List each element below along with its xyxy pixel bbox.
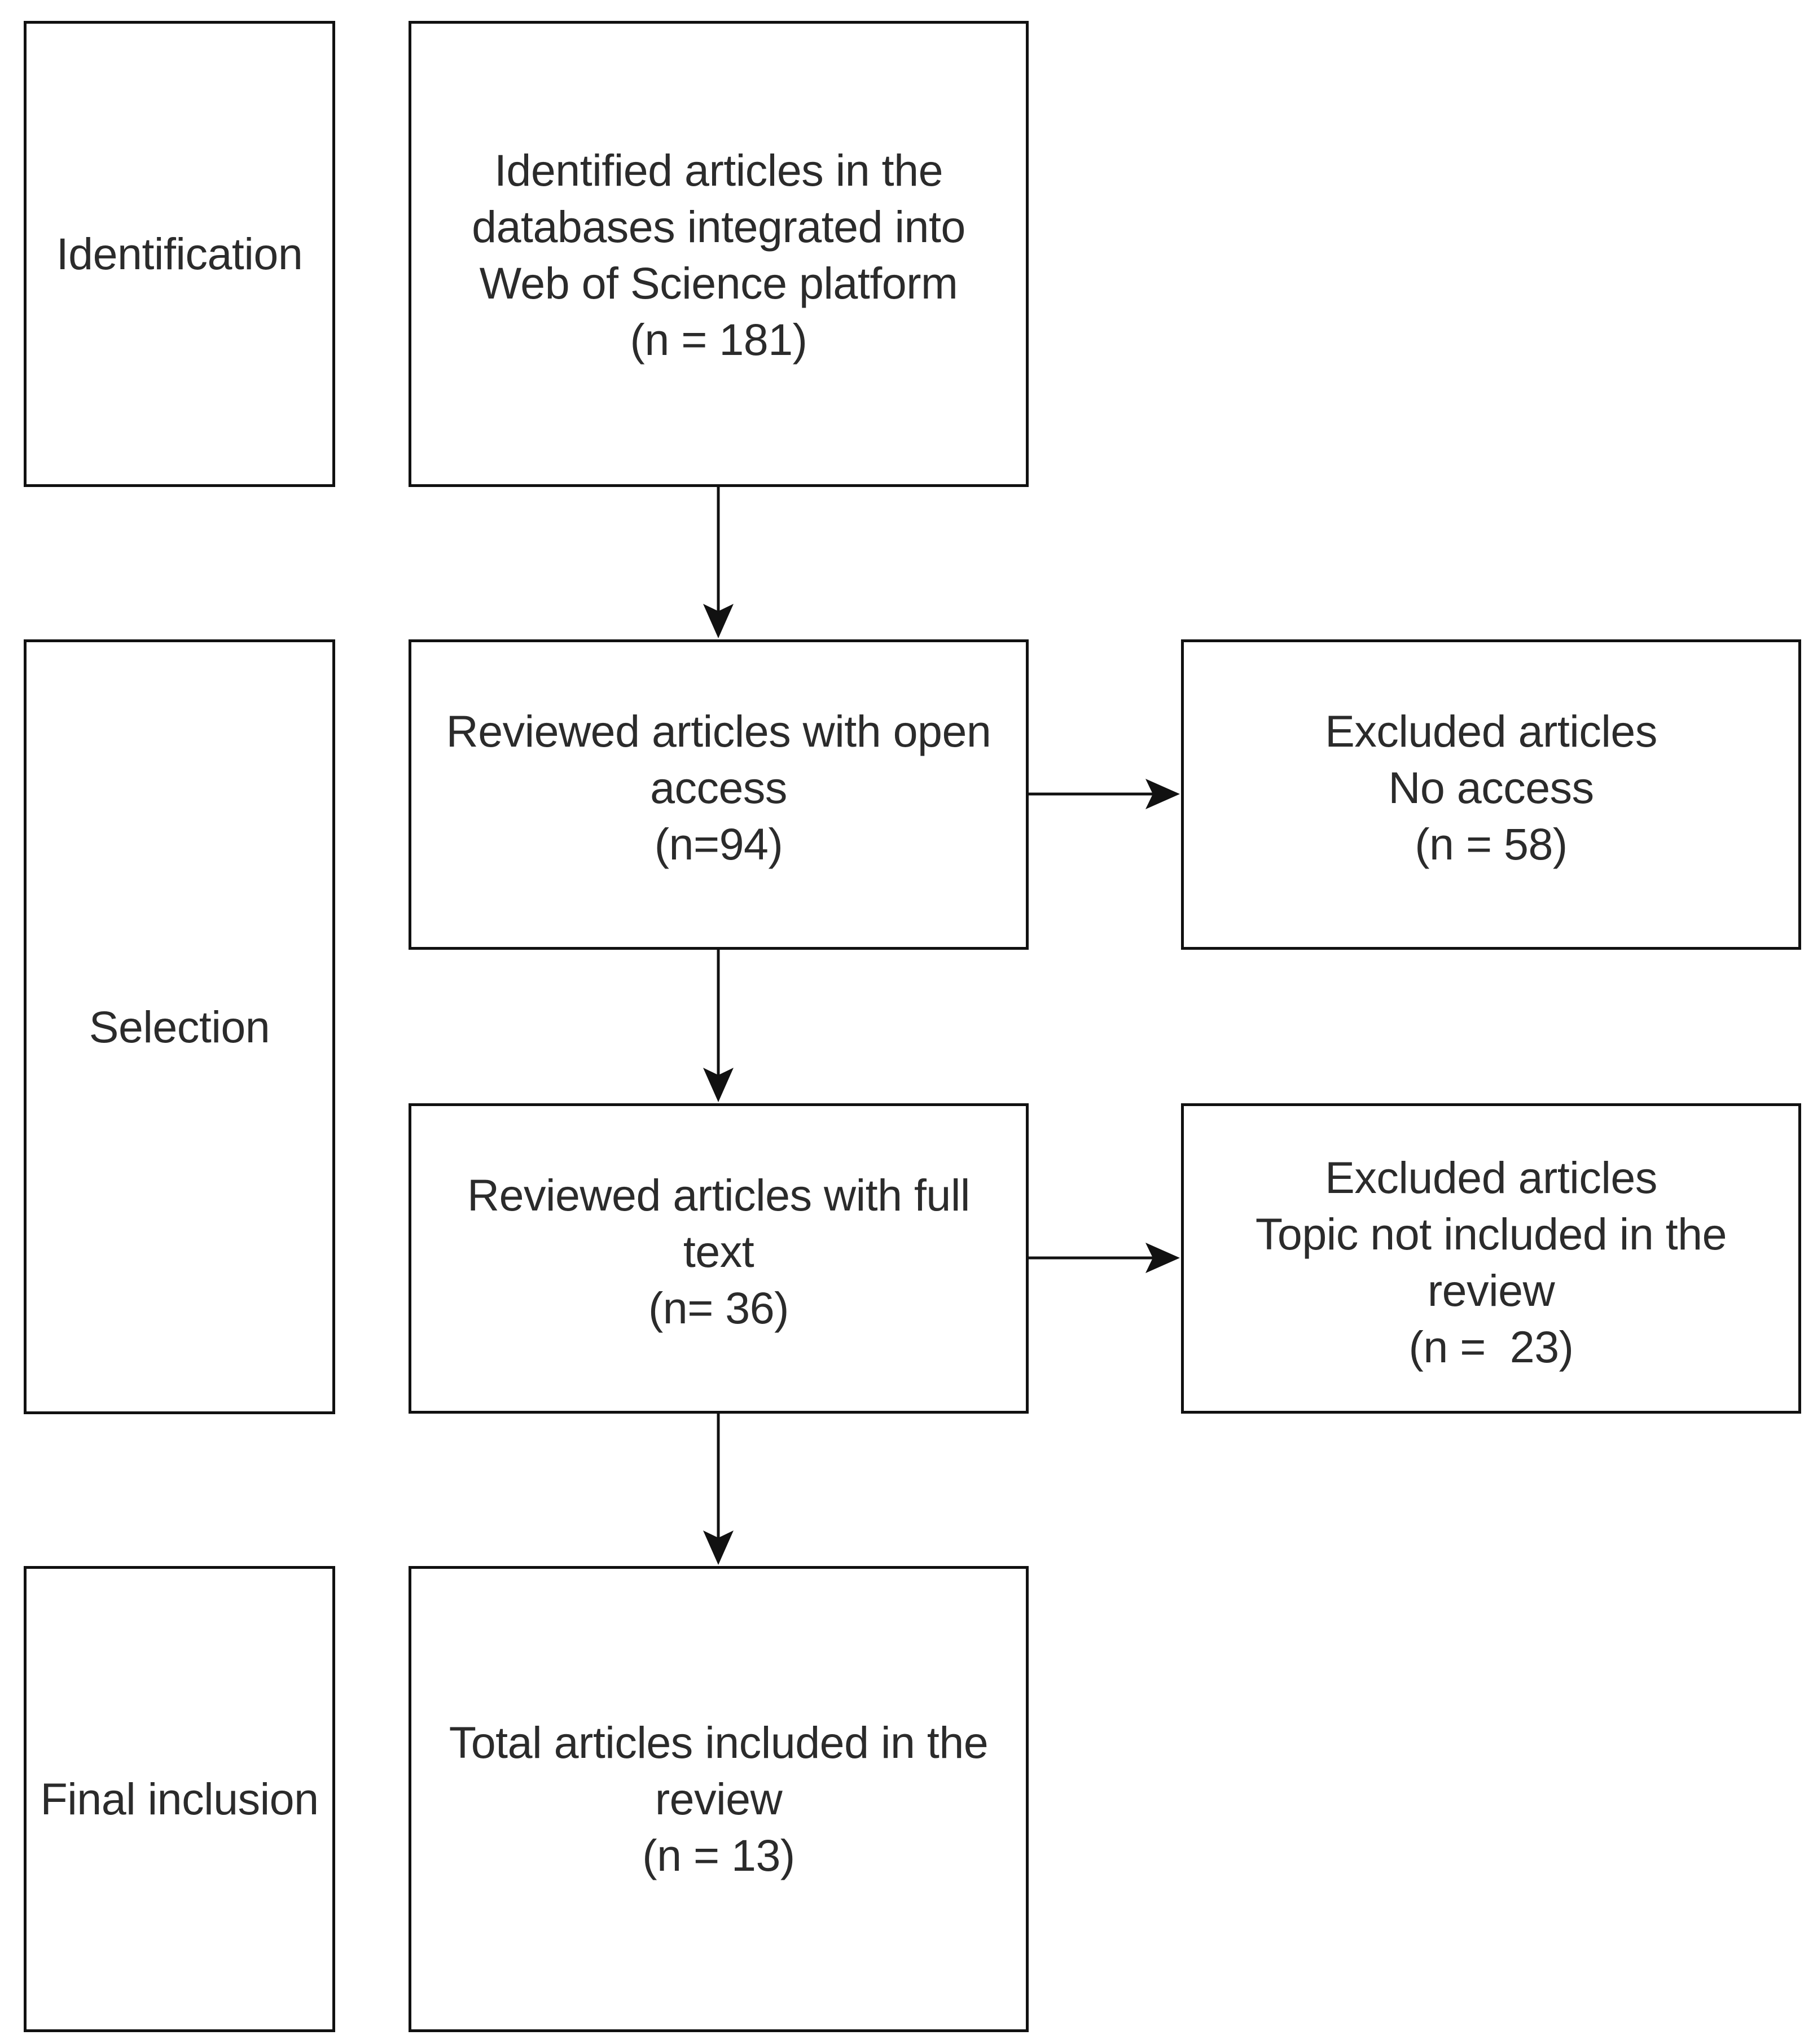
excluded-no-access-line-1: Excluded articles [1325, 706, 1657, 756]
excluded-no-access-box: Excluded articles No access (n = 58) [1181, 639, 1801, 950]
arrow-full-text-to-total-included [703, 1414, 734, 1565]
full-text-line-1: Reviewed articles with full [467, 1170, 970, 1220]
full-text-box: Reviewed articles with full text (n= 36) [409, 1103, 1029, 1414]
excluded-topic-box: Excluded articles Topic not included in … [1181, 1103, 1801, 1414]
arrow-identified-to-open-access [703, 487, 734, 638]
arrow-open-access-to-full-text [703, 950, 734, 1102]
stage-selection-label: Selection [89, 1001, 270, 1052]
total-included-line-1: Total articles included in the [449, 1717, 989, 1767]
arrow-full-text-to-excluded [1029, 1243, 1180, 1273]
identified-line-1: Identified articles in the [494, 145, 943, 195]
stage-final-inclusion: Final inclusion [24, 1566, 335, 2032]
stage-identification: Identification [24, 21, 335, 487]
total-included-count: (n = 13) [642, 1830, 795, 1880]
excluded-topic-line-1: Excluded articles [1325, 1152, 1657, 1203]
identified-line-2: databases integrated into [472, 201, 965, 252]
stage-selection: Selection [24, 639, 335, 1414]
total-included-box: Total articles included in the review (n… [409, 1566, 1029, 2032]
open-access-line-2: access [650, 762, 787, 813]
arrow-open-access-to-excluded [1029, 779, 1180, 809]
excluded-topic-line-3: review [1427, 1265, 1555, 1315]
open-access-count: (n=94) [654, 819, 783, 869]
identified-articles-box: Identified articles in the databases int… [409, 21, 1029, 487]
identified-count: (n = 181) [630, 314, 807, 365]
excluded-no-access-line-2: No access [1388, 762, 1594, 813]
excluded-topic-count: (n = 23) [1408, 1322, 1574, 1372]
open-access-box: Reviewed articles with open access (n=94… [409, 639, 1029, 950]
excluded-no-access-count: (n = 58) [1415, 819, 1568, 869]
excluded-topic-line-2: Topic not included in the [1255, 1209, 1727, 1259]
stage-final-inclusion-label: Final inclusion [40, 1774, 319, 1824]
identified-line-3: Web of Science platform [479, 258, 958, 308]
full-text-line-2: text [683, 1226, 754, 1277]
total-included-line-2: review [655, 1774, 783, 1824]
full-text-count: (n= 36) [648, 1283, 789, 1333]
stage-identification-label: Identification [56, 229, 303, 279]
open-access-line-1: Reviewed articles with open [446, 706, 991, 756]
